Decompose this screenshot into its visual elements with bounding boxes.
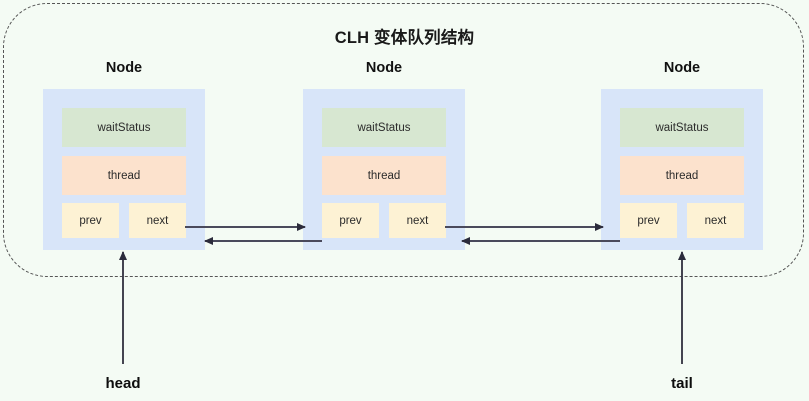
page-title: CLH 变体队列结构: [334, 29, 475, 47]
node-1-field-next: next: [129, 203, 186, 238]
node-2-title: Node: [365, 60, 403, 76]
node-3: Node waitStatus thread prev next: [601, 60, 763, 250]
node-1-title: Node: [105, 60, 143, 76]
node-2: Node waitStatus thread prev next: [303, 60, 465, 250]
node-3-field-thread: thread: [620, 156, 744, 195]
tail-pointer-label: tail: [671, 375, 693, 392]
node-2-field-next: next: [389, 203, 446, 238]
node-2-box: waitStatus thread prev next: [303, 89, 465, 250]
head-pointer-label: head: [105, 375, 141, 392]
node-1-box: waitStatus thread prev next: [43, 89, 205, 250]
node-3-title: Node: [663, 60, 701, 76]
node-2-field-prev: prev: [322, 203, 379, 238]
node-2-field-thread: thread: [322, 156, 446, 195]
node-3-box: waitStatus thread prev next: [601, 89, 763, 250]
node-3-field-next: next: [687, 203, 744, 238]
node-3-field-prev: prev: [620, 203, 677, 238]
node-1: Node waitStatus thread prev next: [43, 60, 205, 250]
node-1-field-waitstatus: waitStatus: [62, 108, 186, 147]
node-3-field-waitstatus: waitStatus: [620, 108, 744, 147]
node-1-field-thread: thread: [62, 156, 186, 195]
node-1-field-prev: prev: [62, 203, 119, 238]
node-2-field-waitstatus: waitStatus: [322, 108, 446, 147]
